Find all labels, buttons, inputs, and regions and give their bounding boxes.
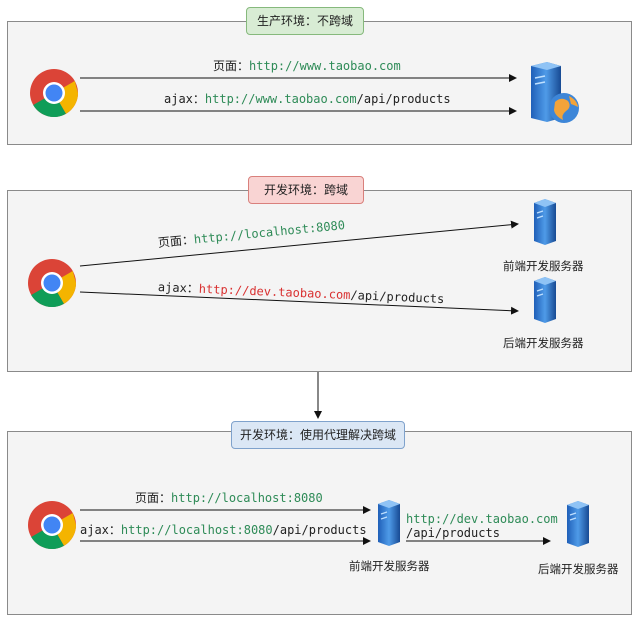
dev-ajax-url-path: /api/products <box>350 288 445 306</box>
proxy-forward-url-path: /api/products <box>406 526 500 540</box>
chrome-icon <box>28 501 76 550</box>
prod-ajax-url-path: /api/products <box>356 92 451 106</box>
prod-page-prefix: 页面： <box>213 59 250 73</box>
proxy-forward-url-host: http://dev.taobao.com <box>406 512 558 526</box>
dev-page-arrow <box>79 220 519 267</box>
prod-ajax-url-host: http://www.taobao.com <box>204 92 357 106</box>
production-panel <box>7 21 632 145</box>
frontend-server-icon <box>534 199 556 245</box>
frontend-server-icon <box>378 500 400 546</box>
proxy-ajax-url-path: /api/products <box>272 523 367 537</box>
proxy-forward-label: http://dev.taobao.com /api/products <box>406 512 558 540</box>
dev-cross-origin-tag: 开发环境：跨域 <box>248 176 364 204</box>
prod-ajax-prefix: ajax： <box>164 92 205 106</box>
dev-backend-server-caption: 后端开发服务器 <box>503 336 584 350</box>
proxy-page-label: 页面：http://localhost:8080 <box>135 489 323 506</box>
dev-ajax-arrow <box>79 291 519 315</box>
dev-ajax-prefix: ajax： <box>157 280 200 296</box>
backend-server-icon <box>567 501 589 547</box>
proxy-backend-server-caption: 后端开发服务器 <box>538 562 619 576</box>
prod-ajax-label: ajax：http://www.taobao.com/api/products <box>164 90 451 107</box>
production-tag: 生产环境：不跨域 <box>246 7 364 35</box>
proxy-page-url: http://localhost:8080 <box>171 491 323 505</box>
dev-frontend-server-caption: 前端开发服务器 <box>503 259 584 273</box>
dev-proxy-panel <box>7 431 632 615</box>
proxy-ajax-prefix: ajax： <box>80 523 121 537</box>
chrome-icon <box>30 69 78 118</box>
prod-page-url: http://www.taobao.com <box>249 59 401 73</box>
chrome-icon <box>28 259 76 308</box>
proxy-ajax-url-host: http://localhost:8080 <box>120 523 273 537</box>
proxy-page-prefix: 页面： <box>135 491 172 505</box>
dev-page-prefix: 页面： <box>157 232 195 250</box>
dev-cross-origin-panel <box>7 190 632 372</box>
web-server-icon <box>531 62 579 123</box>
dev-proxy-tag: 开发环境：使用代理解决跨域 <box>231 421 405 449</box>
prod-page-label: 页面：http://www.taobao.com <box>213 57 401 74</box>
proxy-ajax-label: ajax：http://localhost:8080/api/products <box>80 521 367 538</box>
proxy-frontend-server-caption: 前端开发服务器 <box>349 559 430 573</box>
backend-server-icon <box>534 277 556 323</box>
